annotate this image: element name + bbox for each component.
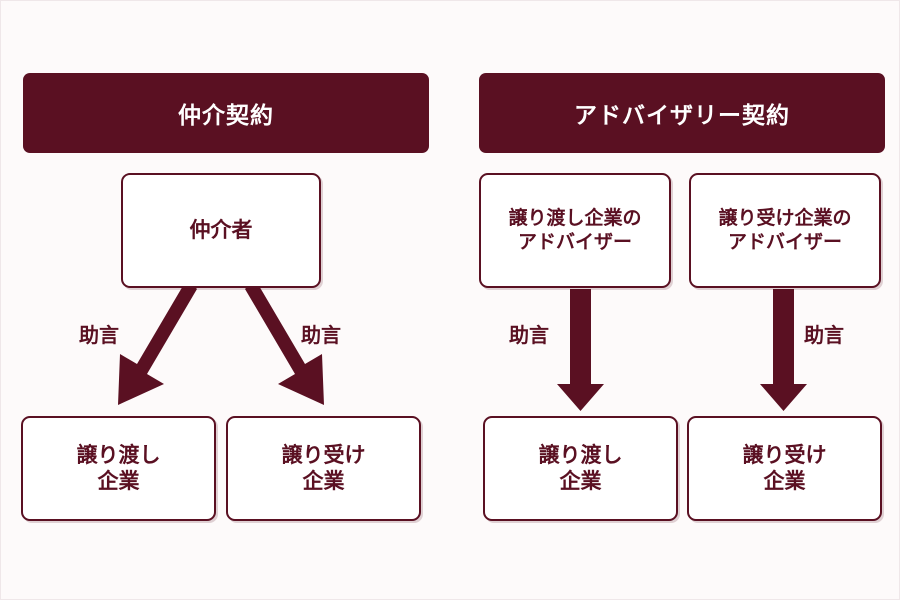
arrow-brokerage-to-seller: [118, 279, 197, 405]
panel-header-brokerage: 仲介契約: [23, 73, 429, 153]
arrow-label-brokerage-left: 助言: [79, 325, 119, 347]
node-text: 譲り受け 企業: [281, 443, 366, 493]
node-advisory-seller[interactable]: 譲り渡し 企業: [483, 416, 678, 521]
arrow-advisor-seller-to-seller: [557, 289, 604, 411]
arrow-label-brokerage-right: 助言: [301, 325, 341, 347]
node-advisor-buyer[interactable]: 譲り受け企業の アドバイザー: [689, 173, 881, 288]
node-advisory-buyer[interactable]: 譲り受け 企業: [687, 416, 882, 521]
node-text: 譲り受け 企業: [742, 443, 827, 493]
node-text: 譲り渡し 企業: [76, 443, 161, 493]
node-text: 譲り渡し企業の アドバイザー: [508, 208, 642, 253]
panel-header-advisory: アドバイザリー契約: [479, 73, 885, 153]
arrow-advisor-buyer-to-buyer: [760, 289, 807, 411]
node-text: 譲り渡し 企業: [538, 443, 623, 493]
arrow-label-advisory-left: 助言: [509, 325, 549, 347]
node-mediator[interactable]: 仲介者: [121, 173, 321, 288]
arrow-label-advisory-right: 助言: [804, 325, 844, 347]
node-advisor-seller[interactable]: 譲り渡し企業の アドバイザー: [479, 173, 671, 288]
node-brokerage-buyer[interactable]: 譲り受け 企業: [226, 416, 421, 521]
node-text: 譲り受け企業の アドバイザー: [718, 208, 852, 253]
node-brokerage-seller[interactable]: 譲り渡し 企業: [21, 416, 216, 521]
